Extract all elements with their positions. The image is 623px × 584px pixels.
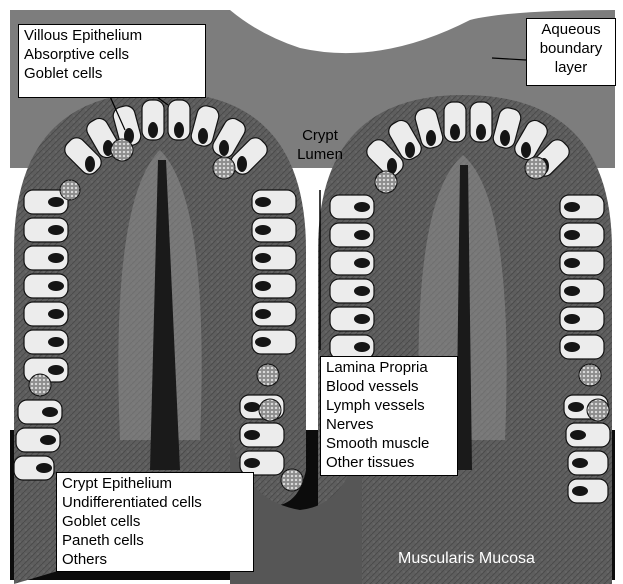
aqueous-line-1: Aqueous xyxy=(532,20,610,39)
muscularis-mucosa-label: Muscularis Mucosa xyxy=(398,550,535,568)
crypt-item-paneth: Paneth cells xyxy=(62,531,248,550)
crypt-item-goblet: Goblet cells xyxy=(62,512,248,531)
crypt-line: Crypt xyxy=(288,126,352,145)
lamina-item-other: Other tissues xyxy=(326,453,452,472)
lamina-propria-title: Lamina Propria xyxy=(326,358,452,377)
lamina-item-lymph: Lymph vessels xyxy=(326,396,452,415)
aqueous-line-3: layer xyxy=(532,58,610,77)
crypt-item-undifferentiated: Undifferentiated cells xyxy=(62,493,248,512)
villous-item-absorptive: Absorptive cells xyxy=(24,45,200,64)
villous-epithelium-label: Villous Epithelium Absorptive cells Gobl… xyxy=(18,24,206,98)
aqueous-boundary-label: Aqueous boundary layer xyxy=(526,18,616,86)
villous-epithelium-title: Villous Epithelium xyxy=(24,26,200,45)
lamina-propria-label: Lamina Propria Blood vessels Lymph vesse… xyxy=(320,356,458,476)
lamina-item-smooth-muscle: Smooth muscle xyxy=(326,434,452,453)
lumen-space xyxy=(0,0,622,10)
crypt-epithelium-title: Crypt Epithelium xyxy=(62,474,248,493)
crypt-epithelium-label: Crypt Epithelium Undifferentiated cells … xyxy=(56,472,254,572)
crypt-lumen-label: Crypt Lumen xyxy=(288,126,352,164)
crypt-item-others: Others xyxy=(62,550,248,569)
aqueous-line-2: boundary xyxy=(532,39,610,58)
villous-item-goblet: Goblet cells xyxy=(24,64,200,83)
lamina-item-nerves: Nerves xyxy=(326,415,452,434)
lamina-item-blood: Blood vessels xyxy=(326,377,452,396)
lumen-line: Lumen xyxy=(288,145,352,164)
